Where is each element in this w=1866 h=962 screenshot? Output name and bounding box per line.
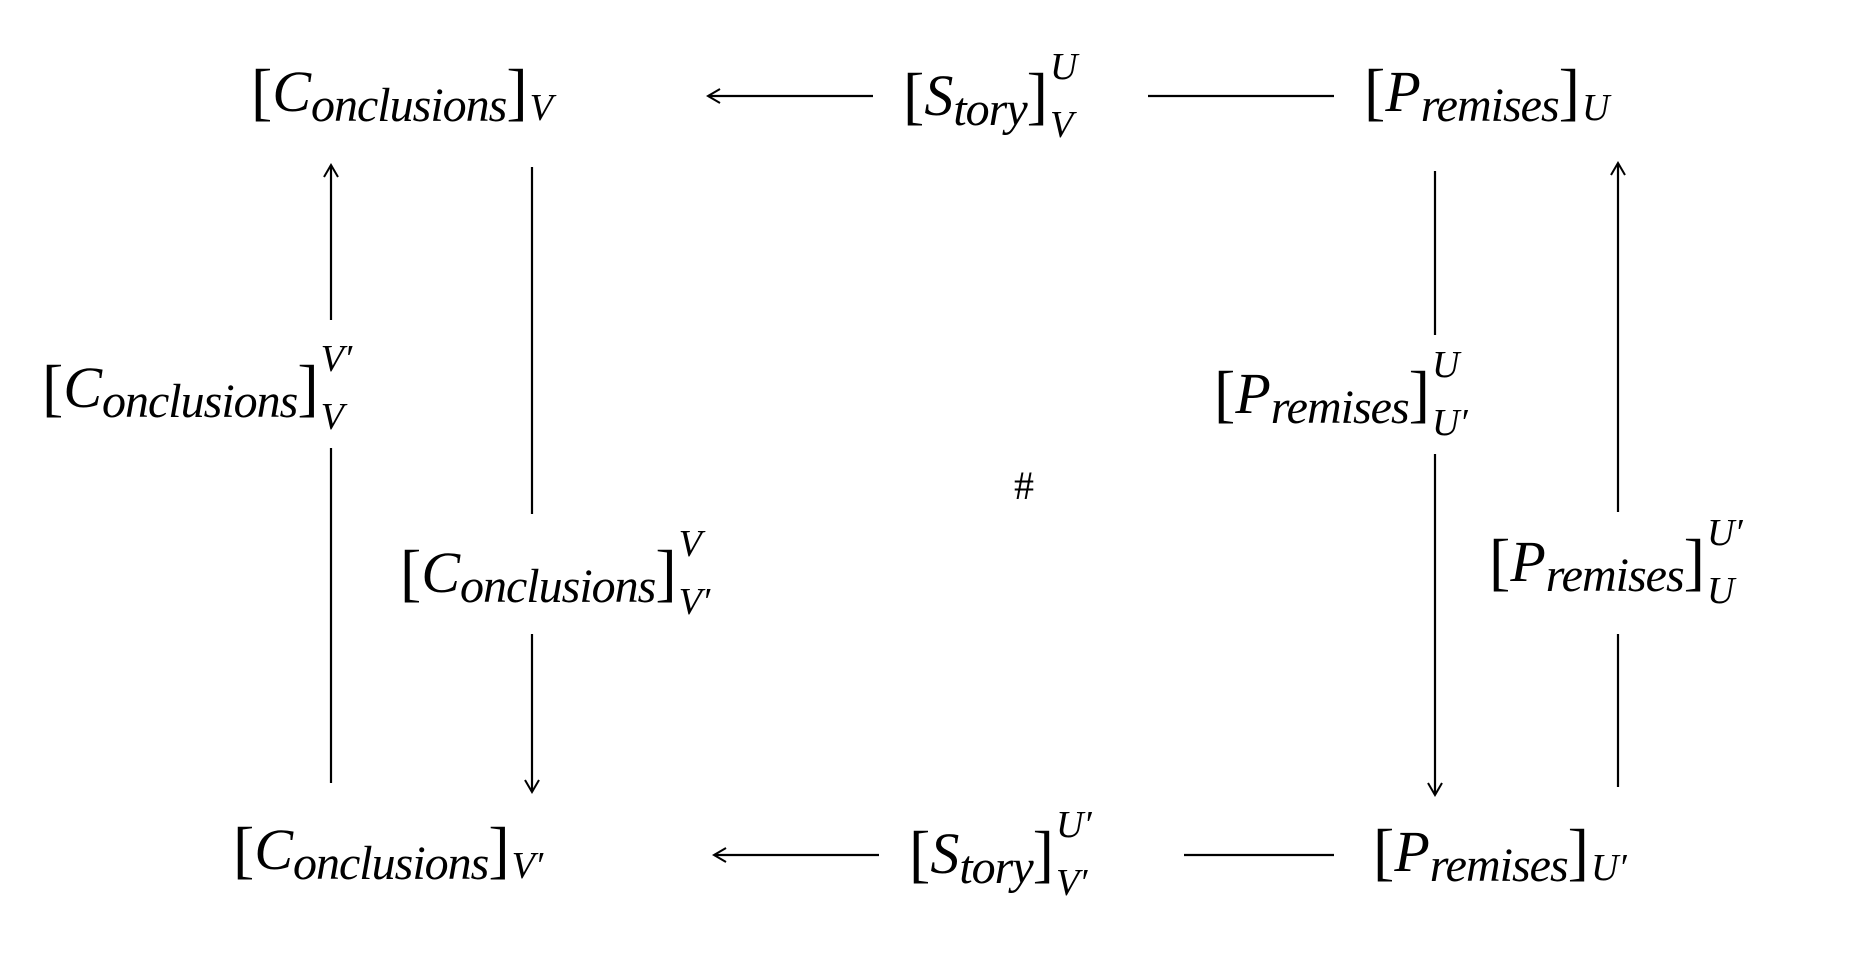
main-symbol: C — [272, 59, 311, 124]
main-symbol: S — [930, 821, 960, 886]
scripts: V′ V — [321, 340, 353, 436]
superscript: U — [1431, 344, 1460, 386]
subscript-word: remises — [1420, 79, 1560, 132]
superscript: U — [1049, 46, 1078, 88]
open-bracket: [ — [1373, 816, 1395, 887]
scripts: U′ — [1591, 849, 1627, 887]
scripts: U — [1582, 89, 1609, 127]
subscript-word: onclusions — [102, 375, 298, 428]
subscript-word: onclusions — [311, 79, 507, 132]
subscript: V′ — [678, 581, 711, 623]
scripts: U′ U — [1707, 514, 1743, 610]
open-bracket: [ — [251, 56, 273, 127]
close-bracket: ] — [1032, 818, 1054, 889]
close-bracket: ] — [1408, 358, 1430, 429]
close-bracket: ] — [1683, 526, 1705, 597]
main-symbol: S — [924, 63, 954, 128]
open-bracket: [ — [903, 60, 925, 131]
close-bracket: ] — [1558, 56, 1580, 127]
superscript: U′ — [1706, 512, 1743, 554]
subscript: V — [529, 87, 553, 129]
main-symbol: C — [421, 540, 460, 605]
open-bracket: [ — [400, 537, 422, 608]
subscript: V′ — [1055, 862, 1088, 904]
subscript-word: onclusions — [293, 837, 489, 890]
main-symbol: C — [254, 817, 293, 882]
subscript: V — [320, 396, 344, 438]
subscript: U — [1706, 570, 1735, 612]
main-symbol: P — [1385, 59, 1421, 124]
open-bracket: [ — [233, 814, 255, 885]
subscript-word: tory — [953, 83, 1027, 136]
superscript: V — [678, 523, 702, 565]
subscript-word: remises — [1429, 839, 1569, 892]
scripts: V′ — [512, 847, 544, 885]
subscript: V — [1049, 104, 1074, 146]
subscript: U — [1581, 87, 1610, 129]
subscript: U′ — [1590, 847, 1627, 889]
open-bracket: [ — [42, 352, 64, 423]
subscript-word: remises — [1270, 381, 1410, 434]
subscript: V′ — [511, 845, 544, 887]
open-bracket: [ — [909, 818, 931, 889]
center-hash-symbol: # — [1014, 463, 1034, 508]
main-symbol: P — [1394, 819, 1430, 884]
subscript-word: onclusions — [460, 560, 656, 613]
close-bracket: ] — [297, 352, 319, 423]
close-bracket: ] — [1567, 816, 1589, 887]
scripts: V V′ — [679, 525, 711, 621]
open-bracket: [ — [1214, 358, 1236, 429]
close-bracket: ] — [655, 537, 677, 608]
subscript: U′ — [1431, 402, 1468, 444]
close-bracket: ] — [506, 56, 528, 127]
scripts: U U′ — [1432, 346, 1468, 442]
subscript-word: tory — [959, 841, 1033, 894]
scripts: V — [530, 89, 553, 127]
open-bracket: [ — [1489, 526, 1511, 597]
superscript: V′ — [320, 338, 353, 380]
open-bracket: [ — [1364, 56, 1386, 127]
close-bracket: ] — [1026, 60, 1048, 131]
scripts: U′ V′ — [1056, 806, 1092, 902]
main-symbol: P — [1235, 361, 1271, 426]
superscript: U′ — [1055, 804, 1092, 846]
main-symbol: C — [63, 355, 102, 420]
main-symbol: P — [1510, 529, 1546, 594]
subscript-word: remises — [1545, 549, 1685, 602]
close-bracket: ] — [488, 814, 510, 885]
